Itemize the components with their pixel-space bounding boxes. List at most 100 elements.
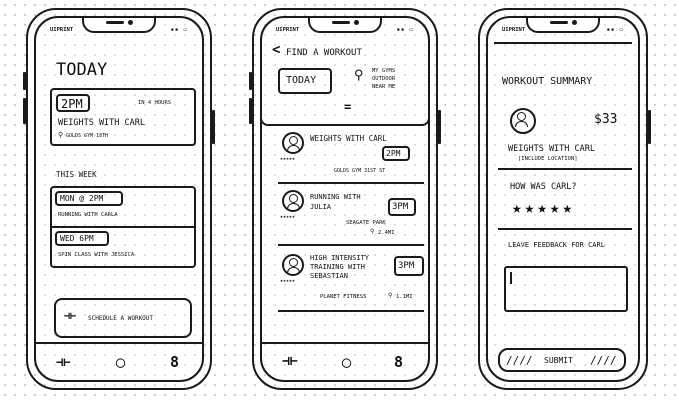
text-cursor (510, 272, 512, 284)
divider (52, 226, 194, 228)
price: $33 (594, 112, 618, 127)
phone-side-button (648, 110, 651, 144)
schedule-workout-label: SCHEDULE A WORKOUT (88, 315, 154, 322)
filter-option[interactable]: OUTDOOR (372, 76, 396, 82)
brand-label: UIPRINT (276, 27, 300, 33)
camera (354, 20, 359, 25)
week-item[interactable]: MON @ 2PM RUNNING WITH CARLA (52, 188, 194, 226)
drag-handle[interactable]: = (344, 100, 352, 114)
divider (498, 168, 632, 170)
speaker (332, 21, 350, 24)
signal-battery-icon: ▪▪ ▭ (396, 27, 414, 33)
phone-side-button (438, 110, 441, 144)
phone-side-button (249, 98, 252, 124)
submit-deco: //// (590, 354, 617, 367)
brand-label: UIPRINT (502, 27, 526, 33)
camera (128, 20, 133, 25)
submit-button[interactable]: //// SUBMIT //// (498, 348, 626, 372)
dumbbell-icon: ⊣⊢ (64, 311, 77, 322)
phone-side-button (23, 72, 26, 90)
page-title: TODAY (56, 60, 108, 80)
divider (278, 244, 424, 246)
filter-panel (262, 42, 428, 126)
speaker (550, 21, 568, 24)
pin-icon: ⚲ (354, 68, 364, 83)
rating-dots: ★★★★★ (280, 156, 296, 162)
status-divider (494, 42, 632, 44)
phone-side-button (249, 72, 252, 90)
feedback-textarea[interactable] (504, 266, 628, 312)
star-rating[interactable]: ★★★★★ (512, 198, 576, 217)
status-bar: UIPRINT ▪▪ ▭ (50, 27, 188, 37)
person-icon[interactable]: 8 (394, 353, 404, 371)
week-item-title: RUNNING WITH CARLA (58, 212, 118, 218)
result-title: HIGH INTENSITY TRAINING WITH SEBASTIAN (310, 254, 370, 280)
today-toggle[interactable]: TODAY (278, 68, 332, 94)
week-item[interactable]: WED 6PM SPIN CLASS WITH JESSICA (52, 228, 194, 268)
result-item[interactable]: ★★★★★ HIGH INTENSITY TRAINING WITH SEBAS… (262, 248, 428, 308)
notch (308, 18, 382, 33)
dumbbell-icon[interactable]: ⊣⊢ (56, 355, 71, 369)
result-distance: 1.1MI (396, 294, 413, 300)
divider (278, 182, 424, 184)
phone-find-workout: UIPRINT ▪▪ ▭ < FIND A WORKOUT TODAY ⚲ MY… (249, 8, 441, 390)
signal-battery-icon: ▪▪ ▭ (170, 27, 188, 33)
avatar (282, 190, 304, 212)
brand-label: UIPRINT (50, 27, 74, 33)
chat-icon[interactable]: ◯ (342, 353, 352, 371)
screen-find-workout: UIPRINT ▪▪ ▭ < FIND A WORKOUT TODAY ⚲ MY… (260, 16, 430, 382)
next-workout-time: 2PM (56, 94, 90, 112)
pin-icon: ⚲ (58, 131, 64, 139)
week-item-time: MON @ 2PM (55, 191, 123, 206)
bottom-nav: ⊣⊢ ◯ 8 (262, 342, 428, 380)
chat-icon[interactable]: ◯ (116, 353, 126, 371)
screen-today: UIPRINT ▪▪ ▭ TODAY 2PM IN 4 HOURS WEIGHT… (34, 16, 204, 382)
schedule-workout-button[interactable]: ⊣⊢ SCHEDULE A WORKOUT (54, 298, 192, 338)
divider (498, 228, 632, 230)
submit-label: SUBMIT (544, 356, 573, 365)
week-list: MON @ 2PM RUNNING WITH CARLA WED 6PM SPI… (50, 186, 196, 268)
countdown-text: IN 4 HOURS (138, 100, 172, 106)
back-button[interactable]: < (272, 42, 281, 58)
rating-dots: ★★★★★ (280, 278, 296, 284)
filter-option[interactable]: NEAR ME (372, 84, 396, 90)
rating-dots: ★★★★★ (280, 214, 296, 220)
rating-question: HOW WAS CARL? (510, 182, 577, 192)
section-label: THIS WEEK (56, 170, 97, 179)
pin-icon: ⚲ (370, 228, 375, 235)
result-distance: 2.4MI (378, 230, 395, 236)
signal-battery-icon: ▪▪ ▭ (606, 27, 624, 33)
next-workout-card[interactable]: 2PM IN 4 HOURS WEIGHTS WITH CARL ⚲ GOLDS… (50, 88, 196, 146)
result-location: PLANET FITNESS (320, 294, 367, 300)
person-icon[interactable]: 8 (170, 353, 180, 371)
result-item[interactable]: ★★★★★ WEIGHTS WITH CARL 2PM GOLDS GYM 31… (262, 128, 428, 180)
result-item[interactable]: ★★★★★ RUNNING WITH JULIA 3PM SEAGATE PAR… (262, 186, 428, 242)
week-item-time: WED 6PM (55, 231, 109, 246)
bottom-nav: ⊣⊢ ◯ 8 (36, 342, 202, 380)
result-title: RUNNING WITH JULIA (310, 193, 361, 211)
page-title: WORKOUT SUMMARY (502, 76, 593, 87)
result-time: 3PM (388, 198, 416, 216)
submit-deco: //// (506, 354, 533, 367)
phone-side-button (23, 98, 26, 124)
feedback-label: LEAVE FEEDBACK FOR CARL (508, 241, 605, 249)
result-time: 3PM (394, 256, 424, 276)
page-title: FIND A WORKOUT (286, 48, 362, 58)
avatar (510, 108, 536, 134)
divider (278, 310, 424, 312)
result-title: WEIGHTS WITH CARL (310, 134, 387, 143)
camera (572, 20, 577, 25)
notch (526, 18, 600, 33)
phone-workout-summary: UIPRINT ▪▪ ▭ WORKOUT SUMMARY $33 WEIGHTS… (478, 8, 651, 390)
dumbbell-icon[interactable]: ⊣⊢ (282, 354, 298, 369)
phone-today: UIPRINT ▪▪ ▭ TODAY 2PM IN 4 HOURS WEIGHT… (23, 8, 215, 390)
result-time: 2PM (382, 146, 410, 161)
next-workout-title: WEIGHTS WITH CARL (58, 118, 145, 128)
avatar (282, 254, 304, 276)
week-item-title: SPIN CLASS WITH JESSICA (58, 252, 135, 258)
location-note: [INCLUDE LOCATION] (518, 156, 578, 162)
status-bar: UIPRINT ▪▪ ▭ (502, 27, 624, 37)
phone-side-button (212, 110, 215, 144)
filter-option[interactable]: MY GYMS (372, 68, 396, 74)
avatar (282, 132, 304, 154)
